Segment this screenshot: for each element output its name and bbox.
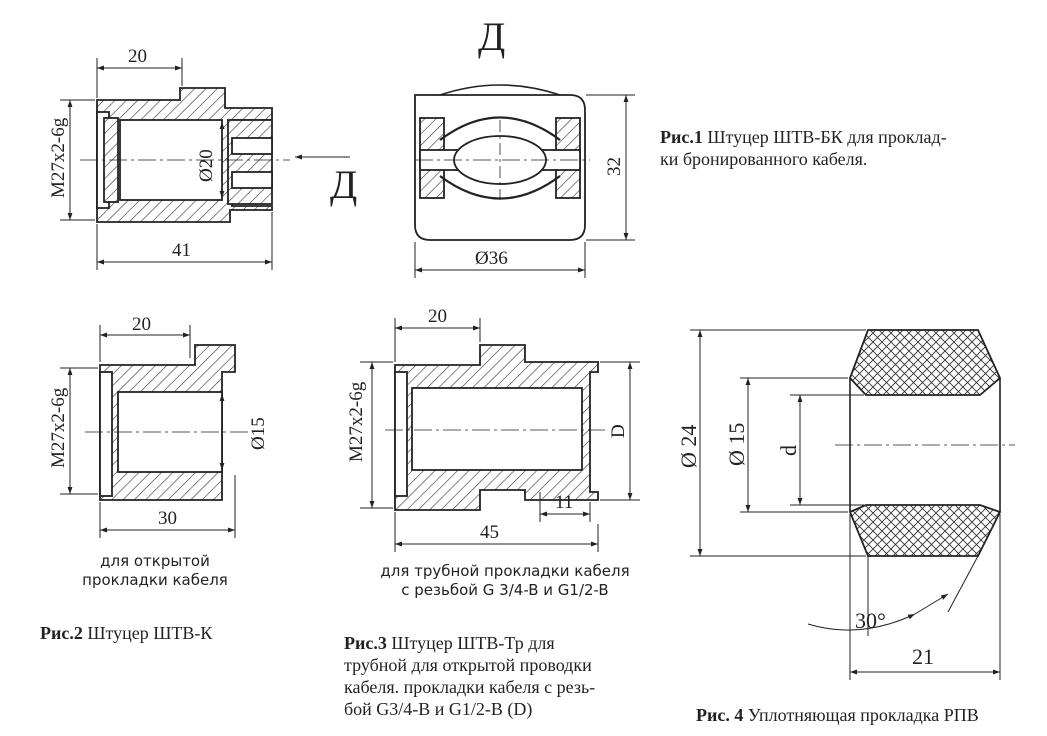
fig1-dim-d20: Ø20 [196, 149, 217, 182]
fig4-caption-text: Уплотняющая прокладка РПВ [747, 705, 979, 725]
fig1-nut [227, 119, 273, 205]
fig2-dim-20: 20 [132, 314, 151, 335]
fig2-note: для открытой прокладки кабеля [60, 552, 250, 590]
fig3-dim-20: 20 [428, 306, 447, 327]
fig1-dimensions [60, 58, 350, 270]
fig2-caption-number: Рис.2 [40, 623, 83, 643]
fig2-dim-thread: M27x2-6g [48, 387, 69, 468]
fig2-section-view [85, 344, 250, 501]
fig1-view-letter-top: Д [478, 14, 505, 59]
fig3-caption-line1: Штуцер ШТВ-Тр для [391, 633, 555, 653]
fig2-dim-d15: Ø15 [248, 417, 269, 450]
fig1-dim-32: 32 [604, 157, 625, 176]
fig1-dim-20: 20 [128, 46, 147, 67]
fig4-dim-d15: Ø 15 [724, 423, 749, 466]
fig4-lower-ring [848, 504, 1002, 557]
fig2-caption: Рис.2 Штуцер ШТВ-К [40, 622, 300, 644]
fig3-caption-line4: бой G3/4-B и G1/2-B (D) [344, 699, 533, 719]
fig2-dim-30: 30 [158, 508, 177, 529]
fig1-dim-41: 41 [172, 240, 191, 261]
fig2-note-line2: прокладки кабеля [82, 571, 228, 589]
fig1-dim-d36: Ø36 [475, 248, 508, 269]
fig4-upper-ring [848, 329, 1002, 396]
fig3-note-line1: для трубной прокладки кабеля [380, 562, 630, 580]
fig1-end-view [414, 84, 590, 241]
fig3-dimensions [360, 318, 640, 552]
fig3-note-line2: с резьбой G 3/4-B и G1/2-B [401, 581, 609, 599]
fig1-dim-thread: M27x2-6g [48, 117, 69, 198]
fig4-gasket-section [835, 329, 1015, 557]
fig3-dim-45: 45 [480, 522, 499, 543]
fig1-caption: Рис.1 Штуцер ШТВ-БК для проклад- ки брон… [660, 126, 1040, 170]
fig3-caption-number: Рис.3 [344, 633, 387, 653]
fig2-dimensions [60, 325, 236, 538]
fig3-dim-11: 11 [555, 492, 573, 513]
fig3-caption: Рис.3 Штуцер ШТВ-Тр для трубной для откр… [344, 632, 644, 720]
fig4-dimensions [690, 329, 1001, 680]
fig3-note: для трубной прокладки кабеля с резьбой G… [360, 562, 650, 600]
fig2-note-line1: для открытой [100, 552, 210, 570]
fig3-bore [411, 387, 583, 471]
fig2-caption-text: Штуцер ШТВ-К [87, 623, 213, 643]
fig3-dim-thread: M27x2-6g [346, 381, 367, 462]
fig3-caption-line2: трубной для открытой проводки [344, 655, 592, 675]
fig4-dim-21: 21 [912, 644, 934, 669]
fig4-dim-d24: Ø 24 [676, 425, 701, 468]
fig1-section-view [80, 87, 290, 223]
fig3-dim-D: D [608, 424, 629, 438]
fig4-dim-d: d [776, 445, 801, 456]
fig1-caption-line1: Штуцер ШТВ-БК для проклад- [707, 127, 947, 147]
fig1-clamp-outer [414, 94, 586, 241]
fig3-caption-line3: кабеля. прокладки кабеля с резь- [344, 677, 596, 697]
fig1-caption-number: Рис.1 [660, 127, 703, 147]
fig1-view-letter-side: Д [330, 162, 357, 207]
fig1-caption-line2: ки бронированного кабеля. [660, 149, 868, 169]
fig4-dim-30deg: 30° [855, 608, 886, 633]
fig4-caption: Рис. 4 Уплотняющая прокладка РПВ [696, 704, 1041, 726]
fig4-caption-number: Рис. 4 [696, 705, 744, 725]
fig3-section-view [385, 344, 605, 511]
fig1-end-dimensions [414, 94, 635, 278]
